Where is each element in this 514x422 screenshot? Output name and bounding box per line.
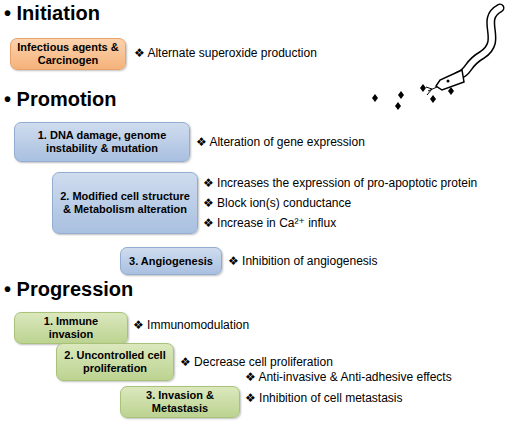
process-box: 2. Uncontrolled cell proliferation	[56, 343, 174, 381]
process-box: Infectious agents & Carcinogen	[10, 38, 126, 70]
stage-heading: • Progression	[4, 278, 133, 300]
process-box: 2. Modified cell structure & Metabolism …	[52, 172, 198, 234]
process-box: 3. Angiogenesis	[120, 247, 222, 275]
box-text: 1. DNA damage, genome instability & muta…	[20, 129, 184, 155]
effect-note: ❖ Alternate superoxide production	[134, 46, 317, 60]
effect-note: ❖ Inhibition of angiogenesis	[228, 254, 378, 268]
effect-note: ❖ Inhibition of cell metastasis	[245, 391, 403, 405]
box-text: Infectious agents & Carcinogen	[16, 41, 120, 67]
effect-note: ❖ Immunomodulation	[133, 318, 249, 332]
box-text: 2. Modified cell structure & Metabolism …	[58, 190, 192, 216]
process-box: 1. DNA damage, genome instability & muta…	[14, 122, 190, 162]
effect-note: ❖ Alteration of gene expression	[196, 135, 365, 149]
process-box: 1. Immune invasion	[14, 312, 128, 344]
box-text: 3. Angiogenesis	[129, 255, 213, 268]
box-text: 2. Uncontrolled cell proliferation	[62, 349, 168, 375]
effect-note: ❖ Block ion(s) conductance	[203, 196, 351, 210]
box-text: 3. Invasion & Metastasis	[126, 389, 234, 415]
process-box: 3. Invasion & Metastasis	[120, 386, 240, 418]
effect-note: ❖ Decrease cell proliferation	[180, 355, 333, 369]
effect-note: ❖ Increases the expression of pro-apopto…	[203, 176, 477, 190]
effect-note: ❖ Anti-invasive & Anti-adhesive effects	[245, 370, 452, 384]
stage-heading: • Promotion	[4, 88, 117, 110]
effect-note: ❖ Increase in Ca²⁺ influx	[203, 216, 336, 230]
stage-heading: • Initiation	[4, 2, 100, 24]
box-text: 1. Immune invasion	[20, 315, 122, 341]
